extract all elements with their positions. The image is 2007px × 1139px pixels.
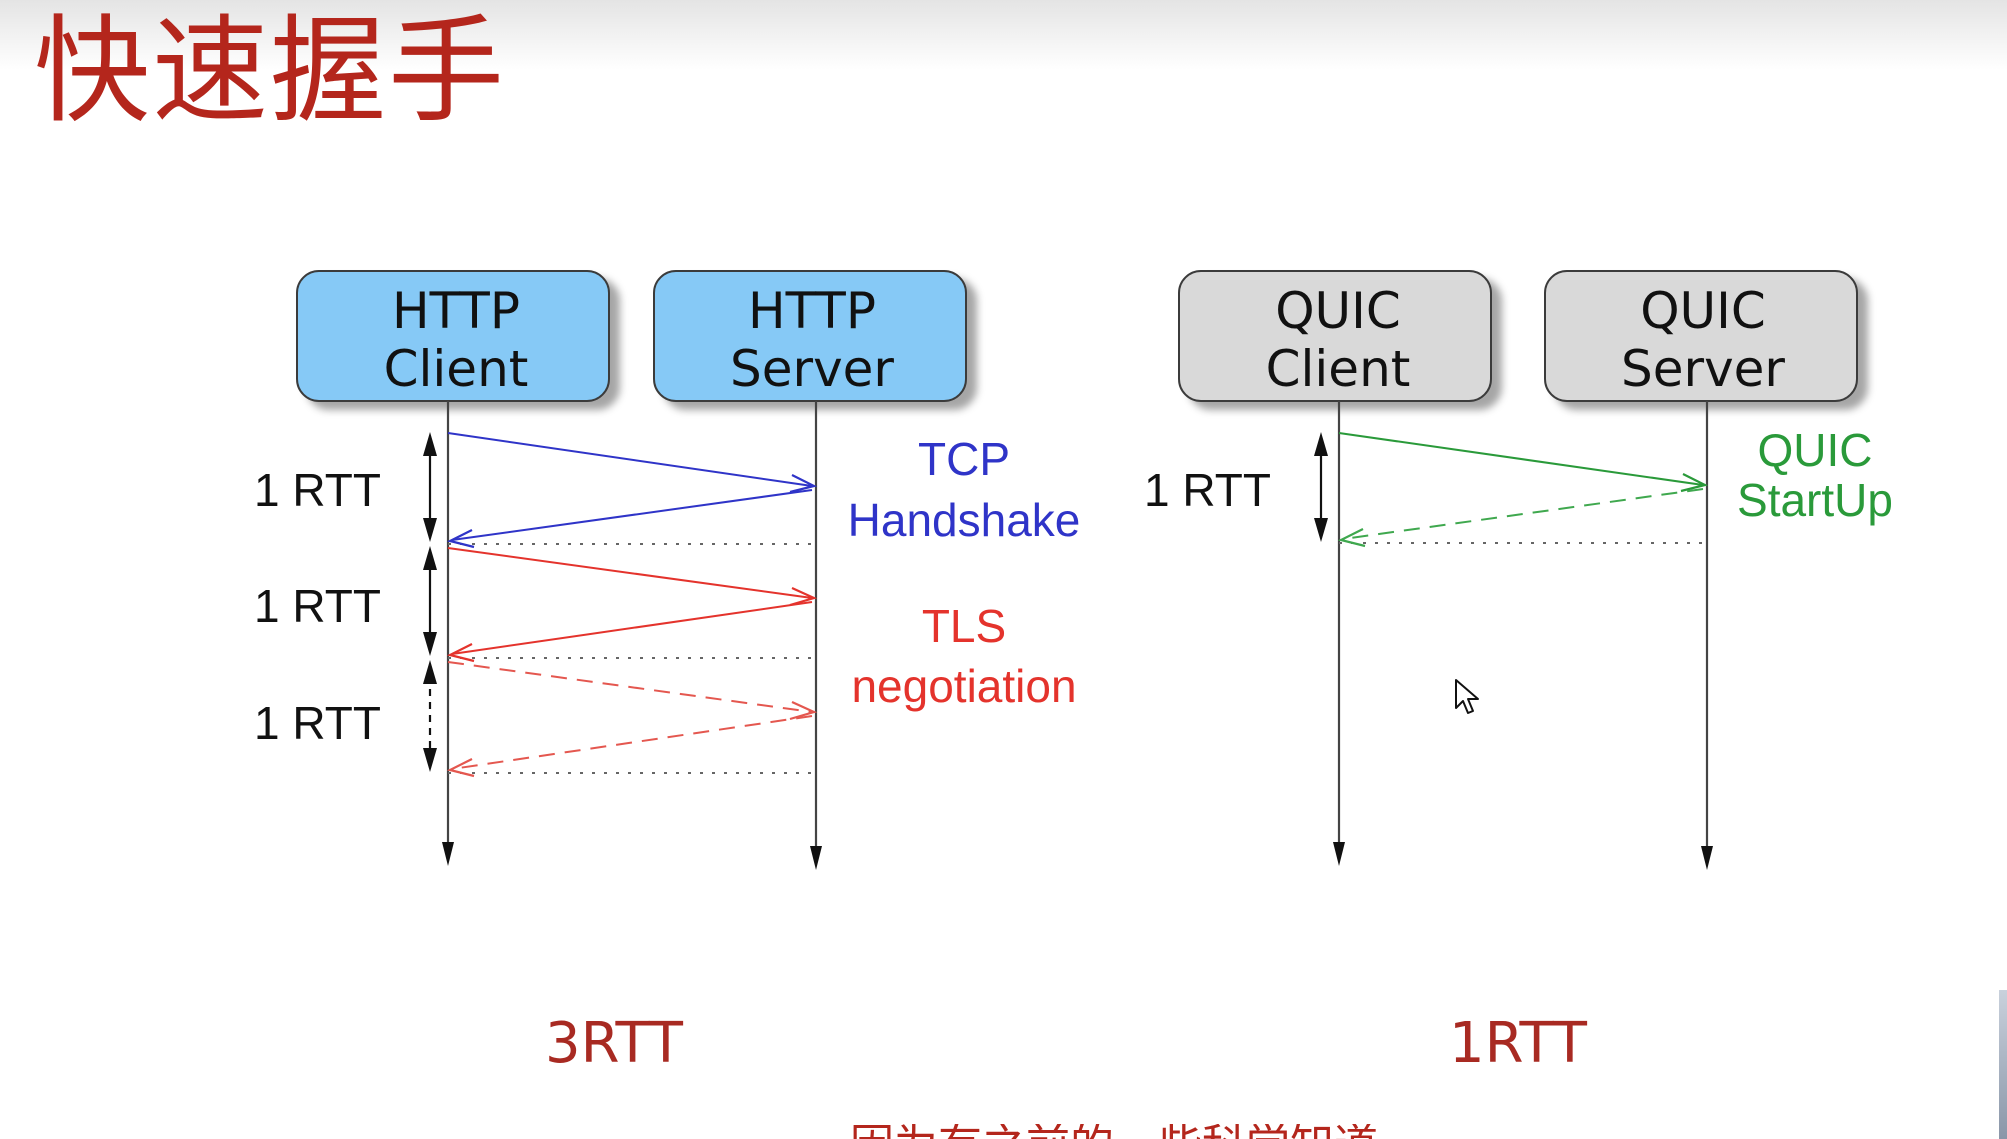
- quic-startup-label-line2: StartUp: [1737, 474, 1893, 526]
- tls-finish-reply-arrow: [451, 715, 813, 770]
- quic-client-label-line2: Client: [1266, 340, 1411, 398]
- http-client-label-line1: HTTP: [392, 282, 520, 340]
- quic-hello-arrowhead: [1680, 473, 1709, 493]
- tls-hello-arrowhead: [789, 586, 818, 607]
- http-client-box: [296, 270, 610, 402]
- rtt-label-3: 1 RTT: [254, 697, 381, 749]
- quic-reply-arrow: [1342, 488, 1704, 540]
- tcp-syn-arrow: [447, 432, 813, 487]
- subtitle-caption-text: 因为有之前的一些科学知道: [850, 1124, 1378, 1139]
- quic-server-label-line1: QUIC: [1640, 282, 1766, 340]
- rtt-label-1: 1 RTT: [254, 464, 381, 516]
- rtt-bracket-3: [423, 660, 437, 772]
- quic-server-label-line2: Server: [1621, 340, 1785, 398]
- rtt-label-2: 1 RTT: [254, 580, 381, 632]
- tls-label-line1: TLS: [922, 600, 1006, 652]
- side-window-edge: [1999, 990, 2007, 1139]
- tcp-label-line2: Handshake: [848, 494, 1081, 546]
- quic-server-timeline-arrowhead: [1701, 846, 1713, 870]
- tls-finish-arrowhead: [789, 700, 818, 721]
- quic-server-box: [1544, 270, 1858, 402]
- quic-client-timeline-arrowhead: [1333, 842, 1345, 866]
- tcp-syn-arrowhead: [789, 474, 818, 494]
- http-total-label: 3RTT: [545, 1011, 684, 1076]
- mouse-pointer-icon: [1455, 679, 1479, 714]
- tls-hello-arrow: [447, 547, 813, 599]
- tls-reply-arrow: [451, 601, 813, 655]
- quic-startup-label-line1: QUIC: [1758, 424, 1873, 476]
- rtt-bracket-1: [423, 432, 437, 542]
- tcp-label-line1: TCP: [918, 433, 1010, 485]
- quic-rtt-label: 1 RTT: [1144, 464, 1271, 516]
- page-title: 快速握手: [34, 4, 506, 139]
- http-server-box: [653, 270, 967, 402]
- http-server-timeline-arrowhead: [810, 846, 822, 870]
- http-client-timeline-arrowhead: [442, 842, 454, 866]
- quic-diagram: QUIC Client QUIC Server 1 RTT QUIC Start…: [1144, 270, 1893, 1076]
- tcp-synack-arrow: [451, 489, 813, 541]
- tls-reply-arrowhead: [446, 643, 475, 663]
- quic-client-label-line1: QUIC: [1275, 282, 1401, 340]
- quic-client-box: [1178, 270, 1492, 402]
- rtt-bracket-2: [423, 546, 437, 656]
- http-client-label-line2: Client: [384, 340, 529, 398]
- subtitle-caption-partial: 因为有之前的一些科学知道: [850, 1124, 1380, 1139]
- quic-hello-arrow: [1338, 432, 1704, 486]
- tls-finish-reply-arrowhead: [446, 758, 475, 778]
- http-server-label-line1: HTTP: [748, 282, 876, 340]
- tls-label-line2: negotiation: [851, 660, 1076, 712]
- http-diagram: HTTP Client HTTP Server: [254, 270, 1081, 1076]
- quic-rtt-bracket: [1314, 432, 1328, 542]
- quic-total-label: 1RTT: [1449, 1011, 1588, 1076]
- http-server-label-line2: Server: [730, 340, 894, 398]
- top-shade: [0, 0, 2007, 70]
- tcp-synack-arrowhead: [446, 529, 475, 549]
- tls-finish-arrow: [447, 661, 813, 713]
- quic-reply-arrowhead: [1337, 528, 1366, 548]
